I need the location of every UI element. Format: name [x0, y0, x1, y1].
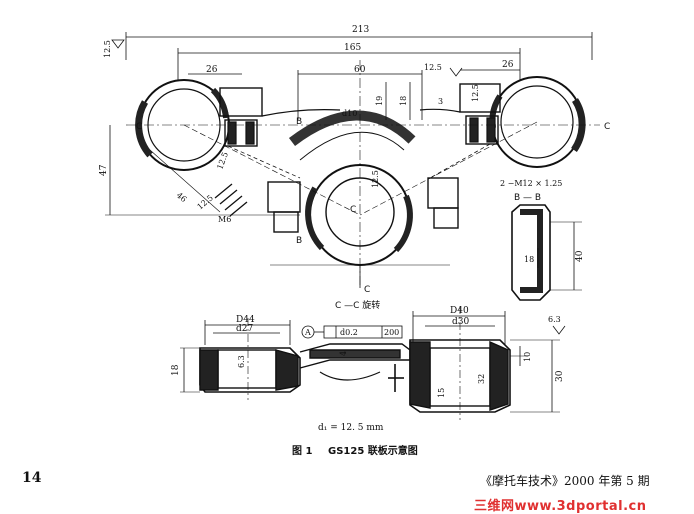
dim-h18: 18: [399, 96, 408, 106]
figure-caption-title: GS125 联板示意图: [328, 444, 418, 457]
dim-h15: 15: [437, 388, 446, 398]
dim-h30: 30: [555, 370, 565, 382]
footnote: d₁ = 12. 5 mm: [318, 423, 384, 433]
dim-top-right: 26: [502, 60, 514, 70]
roughness-top-mid: 12.5: [424, 63, 442, 72]
dim-d27: d27: [236, 324, 253, 334]
dim-D44: D44: [236, 315, 255, 325]
dim-h18-lower: 18: [171, 364, 181, 376]
section-bb-title: B — B: [514, 193, 541, 203]
dim-h32: 32: [477, 374, 486, 384]
tolerance-base: 200: [384, 328, 399, 337]
dim-h3: 3: [438, 97, 443, 106]
datum-a: A: [304, 328, 311, 337]
dim-m6-12-5: 12.5: [196, 193, 215, 211]
dim-inner-width: 165: [344, 43, 361, 53]
dim-overall-width: 213: [352, 25, 369, 35]
dim-46: 46: [175, 191, 189, 204]
dim-thread: 2 −M12 × 1.25: [500, 179, 562, 188]
section-bb: [511, 204, 582, 301]
dim-h19: 19: [375, 96, 384, 106]
dim-top-left: 26: [206, 65, 218, 75]
dim-h10: 10: [523, 352, 532, 362]
dim-right-12-5: 12.5: [471, 84, 480, 102]
figure-caption-label: 图 1: [292, 445, 312, 457]
dim-h4: 4: [339, 351, 348, 356]
roughness-top-left: 12.5: [103, 40, 112, 58]
dim-hub-12-5: 12.5: [371, 170, 380, 188]
watermark: 三维网www.3dportal.cn: [474, 499, 647, 514]
dim-h40: 40: [575, 250, 585, 262]
dim-d10: d10: [342, 109, 357, 118]
lower-section: [180, 306, 560, 420]
journal-footer: 《摩托车技术》2000 年第 5 期: [480, 474, 650, 488]
dim-D40: D40: [450, 306, 469, 316]
label-b-top: B: [296, 117, 302, 127]
dim-h47: 47: [99, 164, 109, 176]
label-c-right: C: [604, 122, 610, 132]
dim-d30: d30: [452, 317, 469, 327]
roughness-right-top: 6.3: [548, 315, 561, 324]
dim-center-width: 60: [354, 65, 366, 75]
label-b-bottom: B: [296, 236, 302, 246]
tolerance-value: d0.2: [340, 328, 358, 337]
label-c-center: C: [350, 205, 356, 215]
label-c-bottom: C: [364, 285, 370, 295]
roughness-left-boss: 6.3: [237, 355, 246, 368]
top-view: [105, 32, 600, 335]
dim-h18-bb: 18: [524, 255, 534, 264]
section-cc-caption: C —C 旋转: [335, 299, 380, 311]
label-c-left: C: [136, 122, 142, 132]
dim-m6: M6: [218, 215, 231, 224]
page-number: 14: [22, 470, 42, 486]
